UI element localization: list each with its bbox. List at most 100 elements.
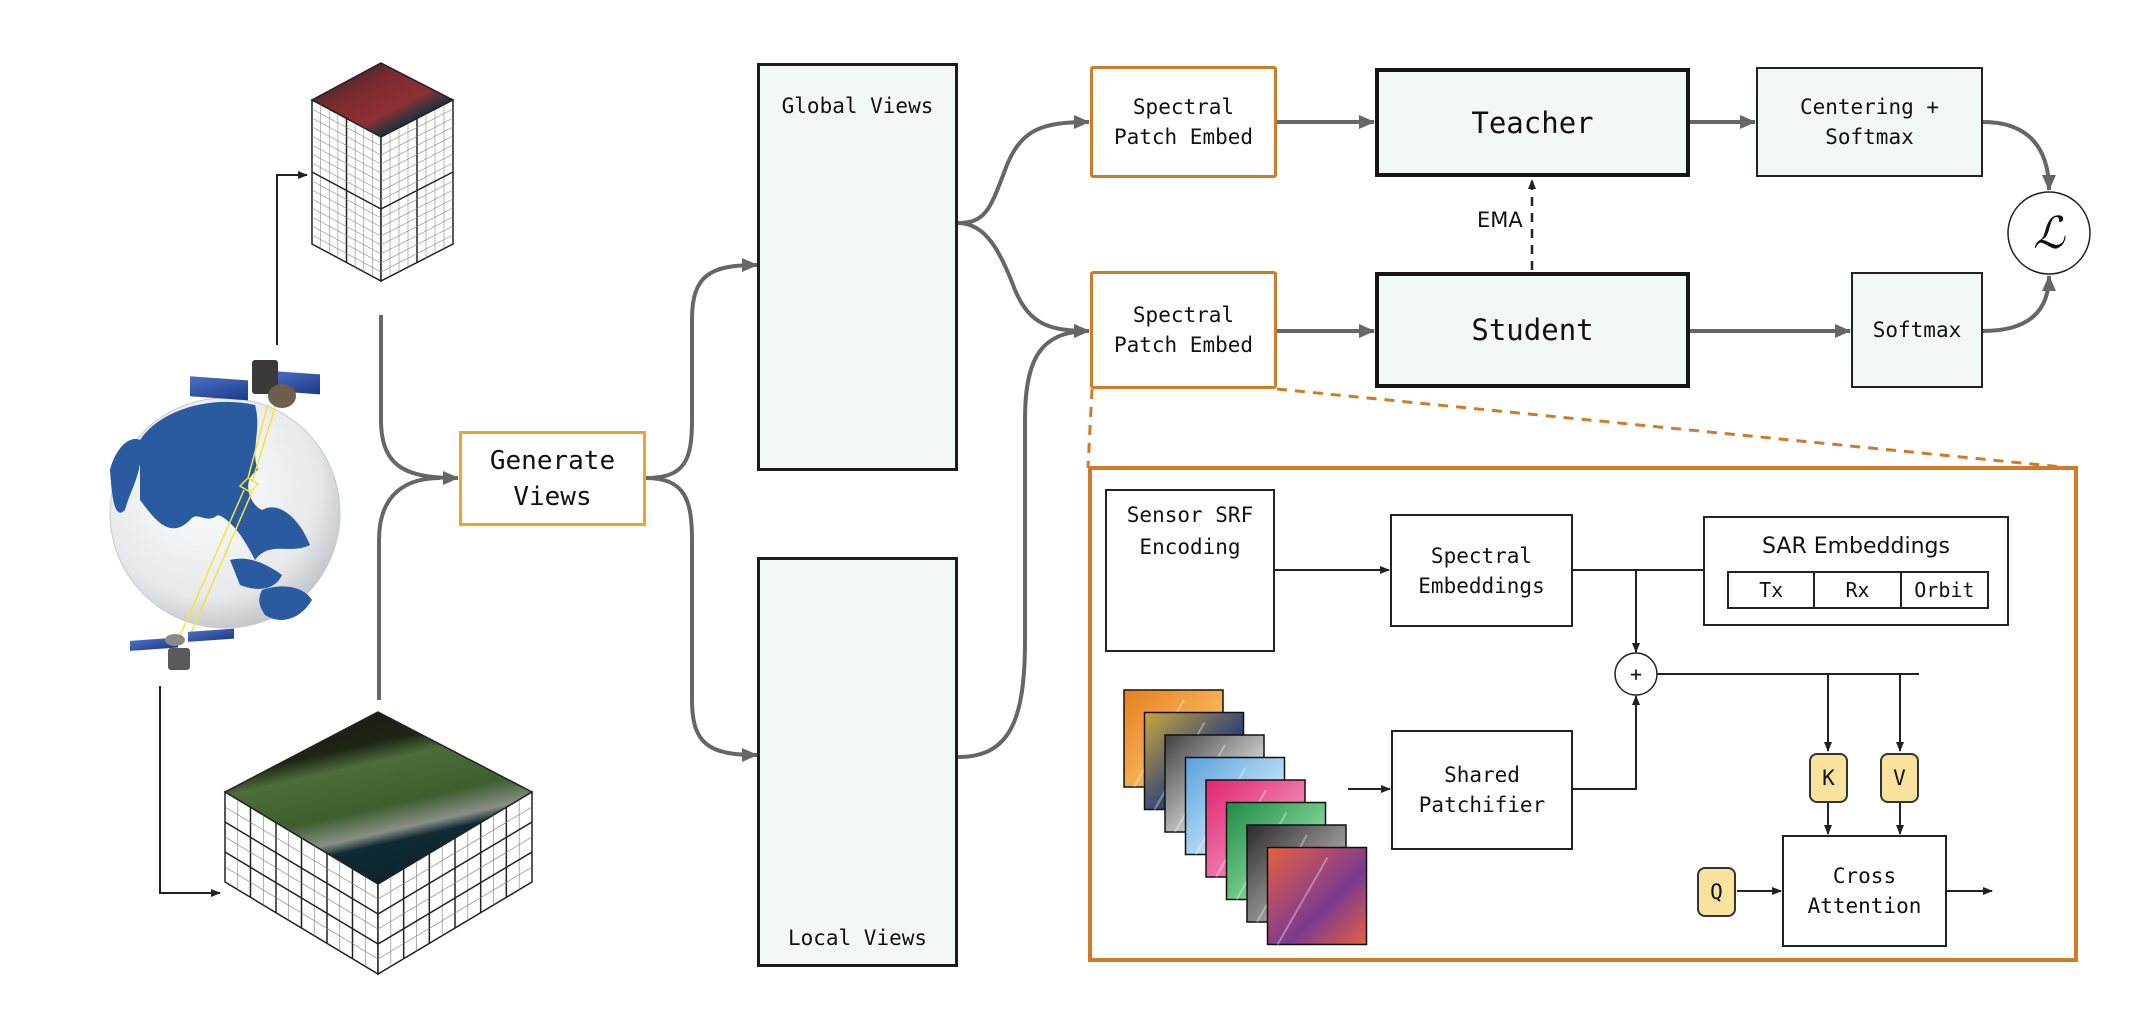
cross-attention-box: Cross Attention xyxy=(1782,835,1947,947)
cube-grid-line xyxy=(380,153,454,192)
student-box: Student xyxy=(1375,272,1690,388)
softmax-label: Softmax xyxy=(1872,318,1962,342)
cube-grid-line xyxy=(380,144,454,183)
sar-cell-rx: Rx xyxy=(1815,573,1902,607)
cube-grid-line xyxy=(311,153,382,192)
cube-grid-line xyxy=(377,806,533,900)
top-image-cube xyxy=(310,62,455,283)
cube-grid-line xyxy=(311,216,382,255)
satellite-to-top-cube-arrow xyxy=(276,171,308,345)
cube-grid-line xyxy=(311,198,382,237)
globe-group xyxy=(109,397,341,641)
bottom-image-cube xyxy=(223,711,534,976)
cube-grid-line xyxy=(380,234,454,273)
key-token: K xyxy=(1809,753,1848,803)
global-to-teacher-embed-arrow xyxy=(957,115,1090,225)
cube-grid-line xyxy=(377,821,533,915)
cube-grid-line xyxy=(380,225,454,264)
spectral-patch-embed-detail-panel xyxy=(1088,466,2078,962)
cube-grid-line xyxy=(311,135,382,174)
cube-grid-line xyxy=(311,207,382,246)
cube-grid-line xyxy=(224,821,379,915)
loss-circle xyxy=(2007,191,2091,275)
sar-cell-orbit: Orbit xyxy=(1914,578,1975,602)
student-label: Student xyxy=(1471,313,1594,347)
cube-grid-line xyxy=(380,135,454,174)
global-views-panel: Global Views xyxy=(757,63,958,471)
indonesia-landmass xyxy=(230,558,282,589)
sar-embeddings-title: SAR Embeddings xyxy=(1762,534,1950,559)
spectral-embeddings-label: Spectral Embeddings xyxy=(1418,543,1545,598)
spectral-embeddings-box: Spectral Embeddings xyxy=(1390,514,1573,627)
cube-grid-line xyxy=(380,189,454,228)
sar-embeddings-box: SAR Embeddings Tx Rx Orbit xyxy=(1703,516,2009,626)
centering-to-loss-arrow xyxy=(1982,120,2056,191)
cube-grid-line xyxy=(380,108,454,147)
cube-grid-line xyxy=(380,126,454,165)
satellite-top-icon xyxy=(190,360,320,408)
cube-grid-line xyxy=(224,866,379,960)
cube-grid-line xyxy=(311,189,382,228)
cube-grid-line xyxy=(311,234,382,273)
sar-embedding-cells: Tx Rx Orbit xyxy=(1727,571,1989,609)
local-views-panel: Local Views xyxy=(757,557,958,967)
value-token: V xyxy=(1880,753,1919,803)
cube-grid-line xyxy=(311,126,382,165)
australia-landmass xyxy=(259,586,312,620)
plus-symbol: + xyxy=(1629,662,1643,686)
cube-grid-line xyxy=(377,836,533,930)
cube-grid-line xyxy=(224,836,379,930)
satellite-to-bottom-cube-arrow xyxy=(159,686,221,897)
cube-grid-line xyxy=(311,117,382,156)
zoom-guide-left xyxy=(1086,388,1094,469)
spectral-patch-embed-label: Spectral Patch Embed xyxy=(1113,303,1254,357)
sensor-beam xyxy=(177,403,277,641)
centering-softmax-label: Centering + Softmax xyxy=(1799,95,1940,149)
query-token: Q xyxy=(1697,867,1736,917)
generate-to-local-arrow xyxy=(645,476,758,762)
cube-grid-line xyxy=(311,108,382,147)
patchifier-to-plus-arrow xyxy=(1573,695,1640,790)
band-road-feature xyxy=(1276,857,1329,945)
spectral-patch-embed-label: Spectral Patch Embed xyxy=(1113,95,1254,149)
cube-grid-line xyxy=(377,866,533,960)
cube-grid-line xyxy=(224,806,379,900)
cube-grid-line xyxy=(380,117,454,156)
softmax-to-loss-arrow xyxy=(1982,275,2056,333)
cube-grid-line xyxy=(380,216,454,255)
landmass-west xyxy=(110,439,142,513)
band-image xyxy=(1266,846,1368,946)
cube-grid-line xyxy=(377,851,533,945)
teacher-box: Teacher xyxy=(1375,68,1690,177)
global-to-student-embed-arrow xyxy=(957,221,1090,338)
shared-patchifier-box: Shared Patchifier xyxy=(1391,730,1573,850)
sensor-srf-label: Sensor SRF Encoding xyxy=(1126,503,1254,559)
cube-grid-line xyxy=(380,180,454,219)
cube-grid-line xyxy=(311,162,382,201)
softmax-box: Softmax xyxy=(1851,272,1983,388)
cube-grid-line xyxy=(380,171,454,210)
spectral-patch-embed-teacher: Spectral Patch Embed xyxy=(1090,66,1277,178)
global-views-title: Global Views xyxy=(781,94,934,118)
cube-grid-line xyxy=(311,180,382,219)
top-cube-to-generate-arrow xyxy=(379,315,459,485)
spectral-patch-embed-student: Spectral Patch Embed xyxy=(1090,271,1277,389)
asia-landmass xyxy=(140,401,310,560)
generate-views-box: Generate Views xyxy=(459,431,646,526)
generate-views-label: Generate Views xyxy=(489,445,616,512)
sensor-srf-encoding-box: Sensor SRF Encoding xyxy=(1105,489,1275,652)
cube-grid-line xyxy=(224,851,379,945)
cube-grid-line xyxy=(311,171,382,210)
cube-grid-line xyxy=(380,162,454,201)
bottom-cube-to-generate-line xyxy=(377,476,441,700)
sar-cell-tx: Tx xyxy=(1729,573,1816,607)
ema-label: EMA xyxy=(1477,208,1523,232)
cube-grid-line xyxy=(380,198,454,237)
band-image-stack xyxy=(1123,689,1368,946)
loss-symbol: ℒ xyxy=(2033,207,2065,259)
centering-softmax-box: Centering + Softmax xyxy=(1756,67,1983,177)
cross-attention-label: Cross Attention xyxy=(1807,864,1922,918)
satellite-bottom-icon xyxy=(130,628,234,670)
shared-patchifier-label: Shared Patchifier xyxy=(1418,763,1546,817)
cube-grid-line xyxy=(311,144,382,183)
